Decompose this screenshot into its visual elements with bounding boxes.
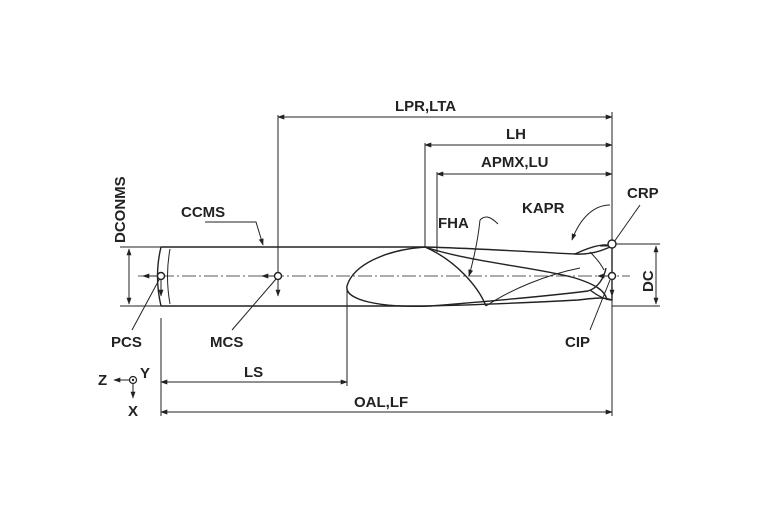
cip-point	[607, 271, 617, 281]
crp-point	[607, 239, 617, 249]
axis-glyph	[113, 375, 138, 399]
label-dconms: DCONMS	[112, 176, 129, 243]
label-lh: LH	[506, 126, 526, 143]
label-pcs: PCS	[111, 334, 142, 351]
label-crp: CRP	[627, 185, 659, 202]
label-cip: CIP	[565, 334, 590, 351]
label-oal-lf: OAL,LF	[354, 394, 408, 411]
leader-lines	[131, 204, 641, 331]
label-apmx-lu: APMX,LU	[481, 154, 549, 171]
label-ccms: CCMS	[181, 204, 225, 221]
label-fha: FHA	[438, 215, 469, 232]
label-axis-z: Z	[98, 372, 107, 389]
tool-outline	[156, 244, 613, 308]
extension-lines	[120, 112, 660, 416]
label-axis-y: Y	[140, 365, 150, 382]
label-kapr: KAPR	[522, 200, 565, 217]
mcs-point	[273, 271, 283, 281]
label-dc: DC	[640, 270, 657, 292]
label-ls: LS	[244, 364, 263, 381]
label-mcs: MCS	[210, 334, 243, 351]
pcs-point	[156, 271, 166, 281]
dimension-lines	[126, 114, 659, 415]
label-lpr-lta: LPR,LTA	[395, 98, 456, 115]
label-axis-x: X	[128, 403, 138, 420]
